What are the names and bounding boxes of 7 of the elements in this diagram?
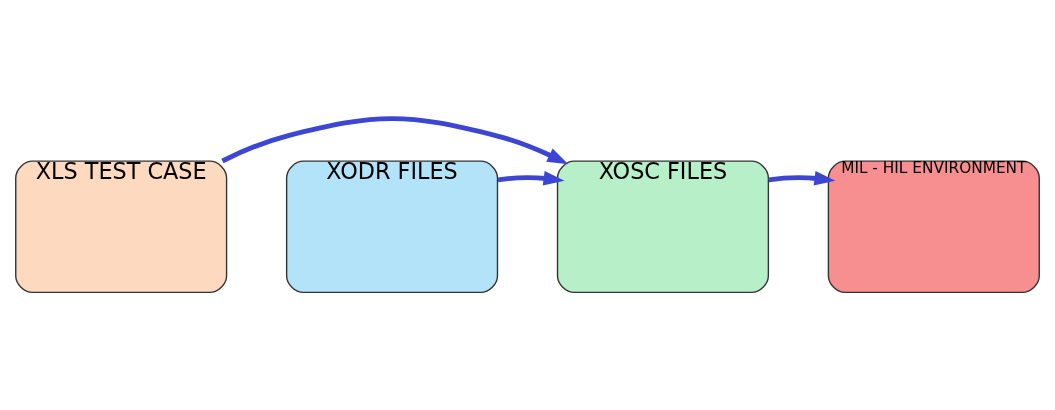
node-box: XODR FILES [285,159,499,293]
node-box: MIL - HIL ENVIRONMENT [827,159,1040,293]
node-box: XOSC FILES [556,159,770,293]
arrow [497,170,565,185]
node-box: XLS TEST CASE [15,159,228,293]
arrow [768,170,836,185]
arrow [221,115,569,164]
